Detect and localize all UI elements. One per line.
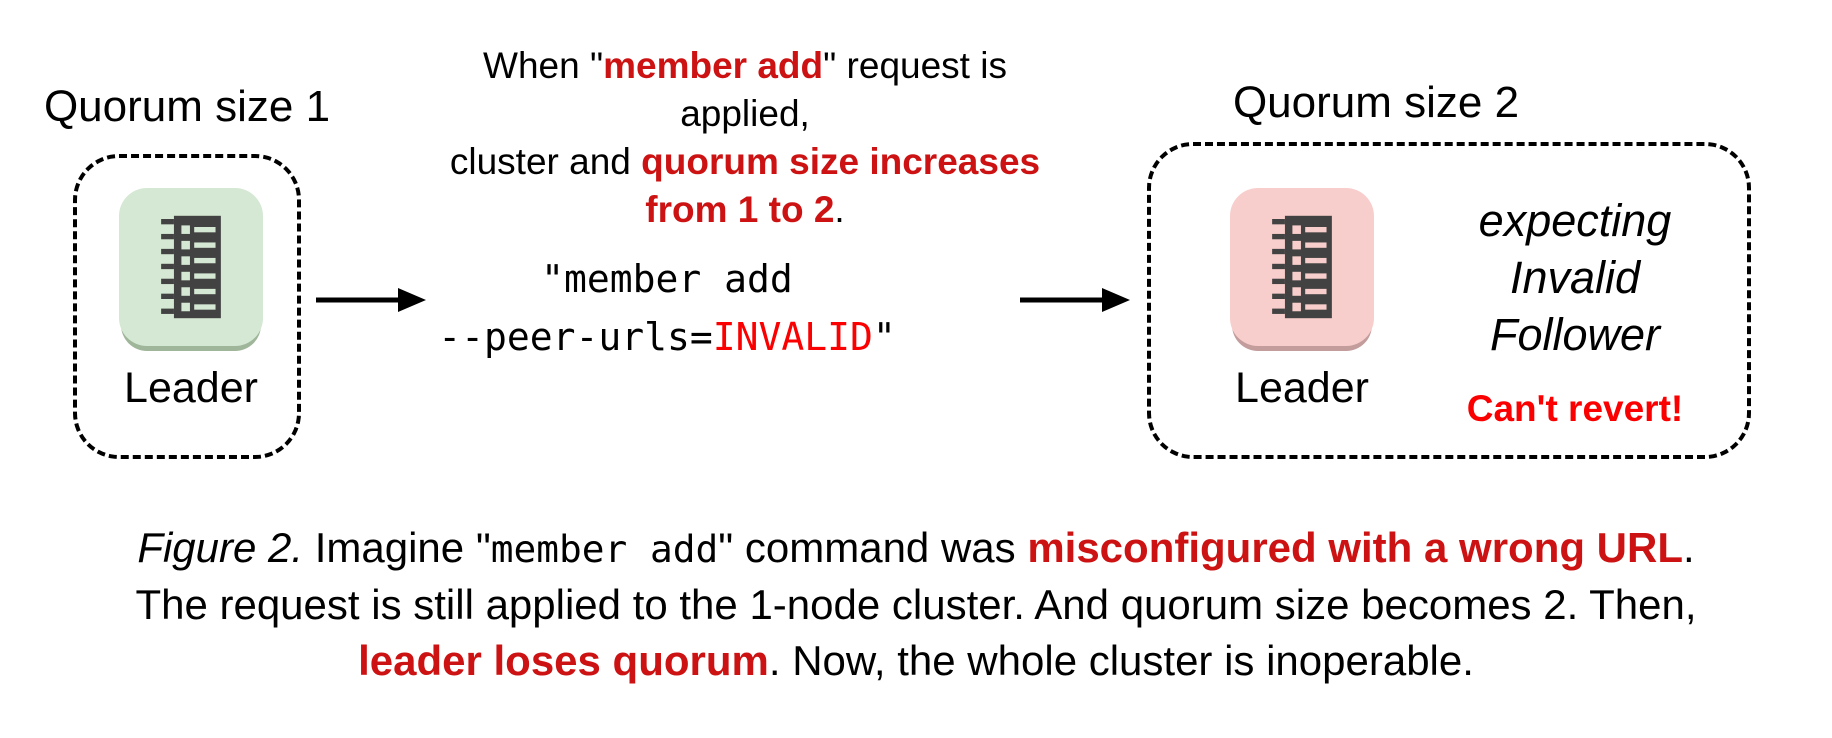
command-line-2: --peer-urls=INVALID" <box>438 315 896 359</box>
left-node-label: Leader <box>124 364 258 412</box>
arrow-right-icon <box>1018 286 1130 314</box>
note-line-2: cluster and quorum size increases <box>449 141 1041 182</box>
note-line-1: When "member add" request is applied, <box>483 45 1007 134</box>
leader-node-pink <box>1230 188 1374 346</box>
server-icon <box>161 215 221 319</box>
right-node-label: Leader <box>1235 364 1369 412</box>
arrow-right-icon <box>314 286 426 314</box>
caption-line-1: Figure 2. Imagine "member add" command w… <box>137 524 1695 571</box>
right-cluster-boundary <box>1147 142 1751 459</box>
cant-revert-warning: Can't revert! <box>1466 388 1684 429</box>
server-icon <box>1272 215 1332 319</box>
expecting-line-3: Follower <box>1489 309 1661 360</box>
member-add-command: "member add --peer-urls=INVALID" <box>367 250 967 366</box>
leader-node-green <box>119 188 263 346</box>
expecting-invalid-follower-note: expecting Invalid Follower <box>1415 192 1735 363</box>
left-cluster-boundary <box>73 154 301 459</box>
caption-line-3: leader loses quorum. Now, the whole clus… <box>358 637 1474 684</box>
left-cluster-title: Quorum size 1 <box>43 82 331 131</box>
command-line-1: "member add <box>541 257 793 301</box>
member-add-note: When "member add" request is applied, cl… <box>415 42 1075 234</box>
figure-caption: Figure 2. Imagine "member add" command w… <box>0 520 1832 689</box>
expecting-line-1: expecting <box>1478 195 1672 246</box>
expecting-line-2: Invalid <box>1509 252 1641 303</box>
right-cluster-title: Quorum size 2 <box>1232 78 1520 127</box>
note-line-3: from 1 to 2. <box>645 189 845 230</box>
caption-line-2: The request is still applied to the 1-no… <box>135 581 1697 628</box>
